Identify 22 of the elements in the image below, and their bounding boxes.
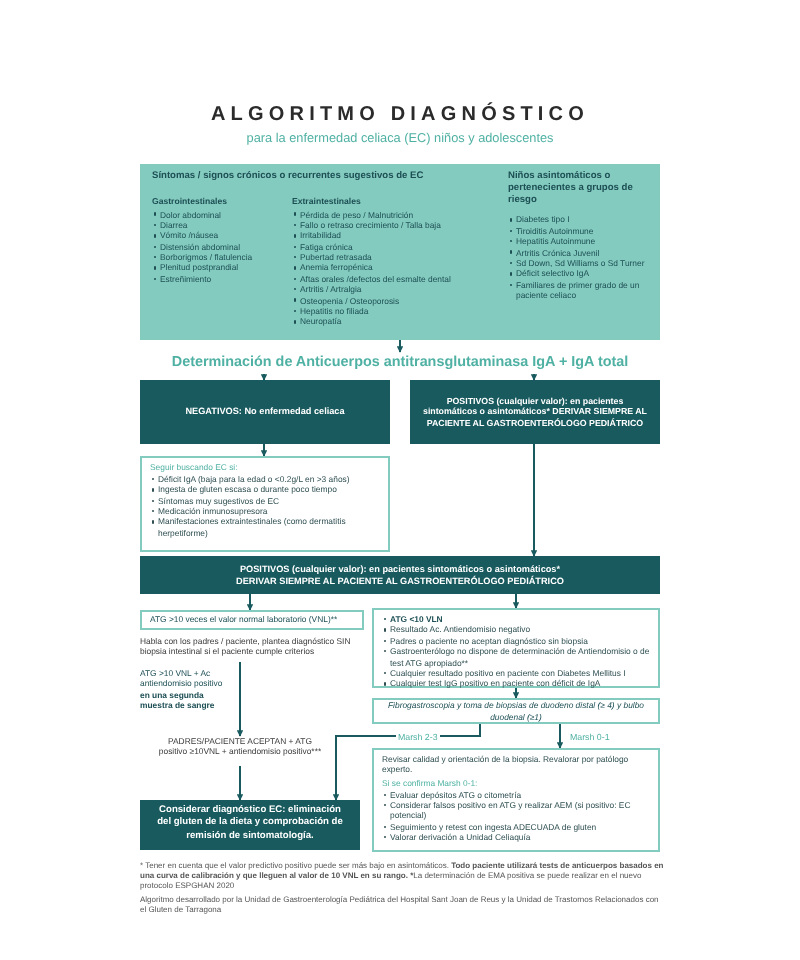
- arrow: [236, 661, 244, 737]
- result-box: [410, 380, 660, 444]
- arrow: [512, 687, 520, 699]
- criteria-box: [140, 610, 364, 630]
- outcome-box: [372, 748, 660, 852]
- arrow: [246, 593, 254, 611]
- result-box: [140, 380, 390, 444]
- result-box: [140, 556, 660, 594]
- symptoms-panel: [140, 164, 660, 340]
- arrow: [396, 339, 404, 353]
- arrow: [260, 443, 268, 457]
- arrow: [260, 373, 268, 381]
- arrow: [236, 765, 244, 801]
- arrow: [556, 723, 564, 749]
- procedure-box: [372, 698, 660, 724]
- arrow: [512, 593, 520, 609]
- criteria-box: [372, 608, 660, 688]
- note-box: [140, 456, 390, 552]
- arrow: [530, 373, 538, 381]
- arrow: [530, 443, 538, 557]
- title: ALGORITMO DIAGNÓSTICO: [208, 104, 592, 126]
- outcome-box: [140, 800, 360, 850]
